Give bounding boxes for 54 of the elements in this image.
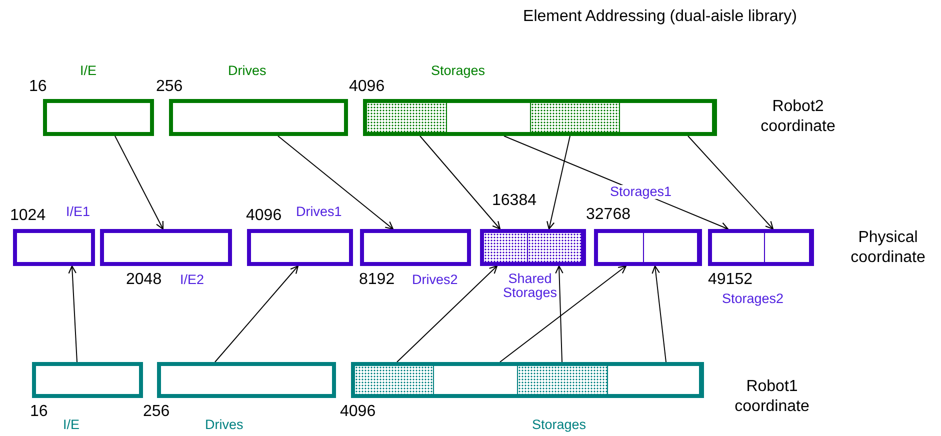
address-range-box (594, 229, 702, 266)
range-name: I/E (80, 64, 97, 78)
range-name: I/E1 (66, 205, 90, 220)
row-label: Physical coordinate (850, 228, 926, 268)
start-address: 256 (156, 78, 183, 96)
row-label: Robot2 coordinate (760, 97, 836, 137)
mapping-arrow (500, 265, 627, 362)
address-range-box (247, 229, 353, 266)
start-address: 2048 (126, 271, 162, 289)
start-address: 4096 (246, 207, 282, 225)
start-address: 16 (29, 78, 47, 96)
address-range-box (100, 229, 232, 266)
mapping-arrow (652, 265, 666, 362)
mapping-arrow (396, 265, 498, 362)
address-range-box (32, 362, 143, 398)
start-address: 256 (143, 403, 170, 421)
range-name: Storages1 (610, 185, 672, 200)
diagram-title: Element Addressing (dual-aisle library) (522, 8, 798, 26)
range-name: Drives (205, 418, 244, 432)
address-range-box (43, 99, 154, 136)
range-name: Storages (431, 64, 486, 78)
mapping-arrow (420, 136, 501, 230)
start-address: 8192 (359, 271, 395, 289)
start-address: 16 (30, 403, 48, 421)
mapping-arrow (555, 265, 564, 362)
row-label: Robot1 coordinate (734, 377, 810, 417)
start-address: 49152 (708, 271, 752, 289)
address-range-box (360, 229, 471, 266)
mapping-arrow (278, 136, 394, 230)
mapping-arrow (214, 265, 299, 362)
address-range-box (351, 362, 704, 398)
start-address: 4096 (349, 78, 385, 96)
start-address: 32768 (586, 206, 630, 224)
mapping-arrow (68, 265, 78, 362)
start-address: 1024 (10, 207, 46, 225)
range-name: Storages (532, 418, 586, 432)
address-range-box (169, 99, 348, 136)
range-name: I/E (63, 418, 80, 432)
range-name: Drives1 (296, 205, 342, 220)
address-range-box (708, 229, 814, 266)
range-name: Shared Storages (502, 272, 558, 300)
start-address: 16384 (492, 192, 536, 210)
address-range-box (363, 99, 717, 136)
address-range-box (480, 229, 586, 266)
range-name: Drives2 (412, 273, 458, 288)
range-name: Drives (228, 64, 266, 78)
address-range-box (13, 229, 95, 266)
start-address: 4096 (340, 403, 376, 421)
range-name: I/E2 (180, 273, 204, 288)
mapping-arrow (114, 136, 164, 230)
mapping-arrow (546, 136, 570, 230)
mapping-arrow (688, 136, 774, 230)
range-name: Storages2 (722, 292, 784, 306)
address-range-box (157, 362, 336, 398)
